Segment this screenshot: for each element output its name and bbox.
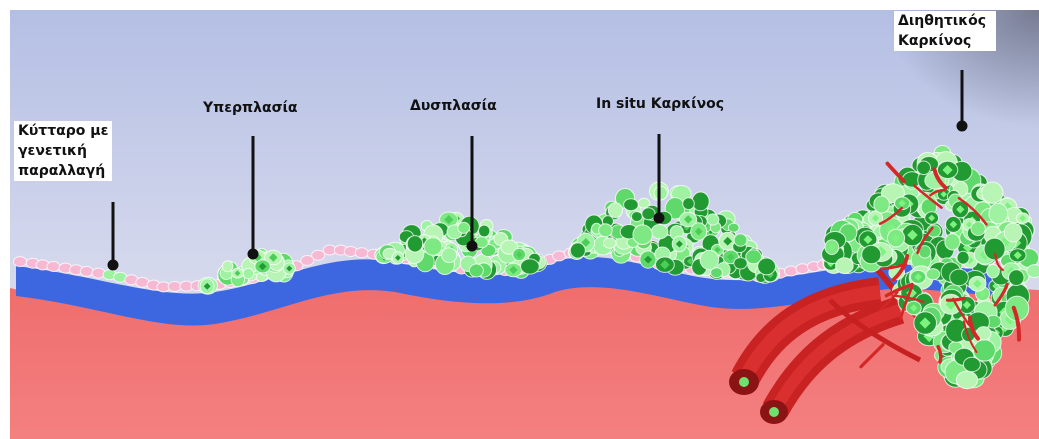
- label-line: Κύτταρο με: [18, 121, 108, 141]
- epithelial-cell: [80, 266, 93, 276]
- tumor-cell: [989, 203, 1008, 223]
- tumor-cell: [734, 258, 747, 269]
- tumor-cell: [683, 198, 695, 210]
- label-in-situ: In situ Καρκίνος: [596, 94, 724, 114]
- tumor-cell: [862, 245, 881, 263]
- tumor-cell: [917, 161, 931, 175]
- label-hyperplasia: Υπερπλασία: [203, 98, 298, 118]
- tumor-cell: [945, 234, 960, 250]
- tumor-cell: [1004, 223, 1022, 242]
- label-line: παραλλαγή: [18, 161, 108, 181]
- tumor-cell: [458, 222, 470, 233]
- tumor-cell: [642, 208, 655, 220]
- tumor-cell: [971, 222, 985, 236]
- epithelial-cell: [796, 264, 809, 274]
- label-dysplasia: Δυσπλασία: [410, 96, 497, 116]
- tumor-cell: [407, 236, 422, 252]
- label-line: Καρκίνος: [898, 31, 986, 51]
- tumor-cell: [243, 268, 254, 278]
- tumor-cell: [608, 203, 622, 218]
- tumor-cell: [222, 261, 233, 272]
- tumor-cell: [633, 225, 652, 245]
- tumor-cell: [479, 225, 490, 237]
- tumor-cell: [973, 340, 995, 361]
- tumor-cell: [651, 225, 668, 239]
- tumor-cell: [521, 259, 540, 274]
- tumor-cell: [926, 269, 940, 280]
- label-invasive: Διηθητικός Καρκίνος: [894, 11, 996, 51]
- tumor-cell: [1027, 265, 1039, 278]
- tumor-cell: [599, 224, 613, 237]
- epithelial-cell: [47, 262, 60, 272]
- epithelial-cell: [168, 282, 181, 292]
- epithelial-cell: [553, 251, 566, 261]
- leader-dot: [655, 214, 663, 222]
- epithelial-cell: [312, 250, 325, 260]
- tumor-cell: [469, 264, 483, 277]
- tumor-cell: [442, 248, 457, 263]
- tumor-cell: [758, 258, 776, 275]
- epithelial-cell: [355, 248, 368, 258]
- tumor-cell: [624, 199, 639, 211]
- tumor-cell: [632, 212, 643, 222]
- tumor-cell: [1009, 270, 1024, 286]
- tumor-cell: [654, 186, 667, 199]
- tumor-cell: [424, 238, 442, 256]
- tumor-cell: [734, 234, 747, 246]
- vessel-cell: [769, 407, 779, 417]
- vessel-cell: [739, 377, 749, 387]
- tumor-cell: [956, 371, 977, 389]
- epithelial-cell: [14, 257, 27, 267]
- tumor-cell: [836, 258, 854, 274]
- tumor-cell: [603, 238, 616, 248]
- label-line: γενετική: [18, 141, 108, 161]
- leader-dot: [958, 122, 966, 130]
- leader-dot: [109, 261, 117, 269]
- epithelial-cell: [785, 266, 798, 276]
- tumor-cell: [950, 269, 969, 286]
- tumor-cell: [728, 223, 739, 232]
- tumor-cell: [982, 182, 1003, 203]
- tumor-cell: [957, 251, 969, 264]
- label-line: Διηθητικός: [898, 11, 986, 31]
- tumor-cell: [700, 250, 719, 269]
- tumor-cell: [692, 192, 709, 211]
- leader-dot: [249, 250, 257, 258]
- tumor-cell: [874, 196, 890, 213]
- tumor-cell: [987, 265, 1000, 278]
- tumor-cell: [707, 214, 719, 225]
- leader-dot: [468, 242, 476, 250]
- tumor-cell: [570, 243, 585, 258]
- label-mutated-cell: Κύτταρο με γενετική παραλλαγή: [14, 121, 112, 181]
